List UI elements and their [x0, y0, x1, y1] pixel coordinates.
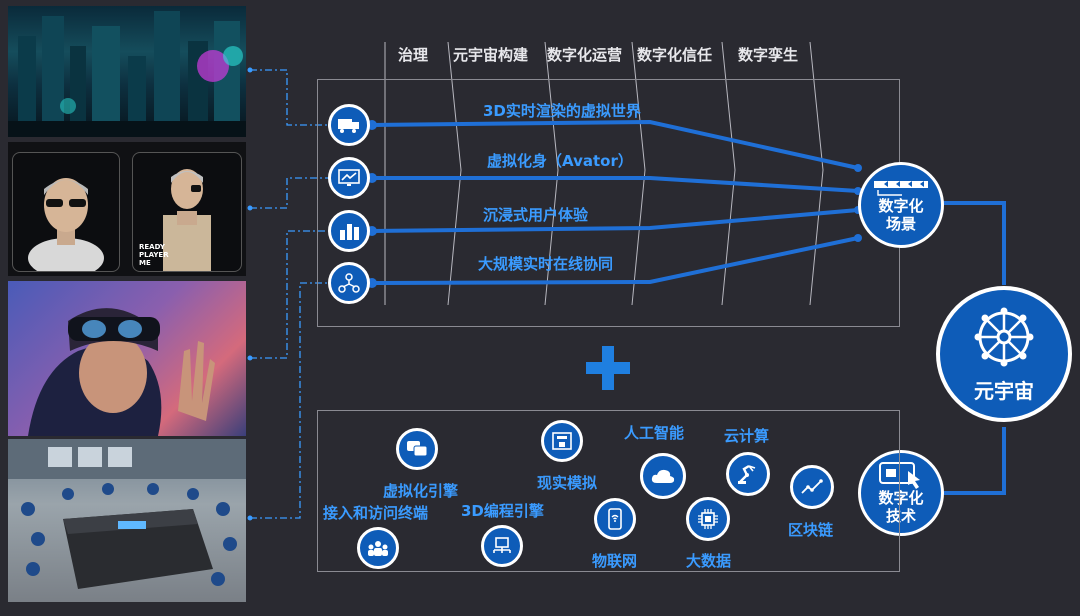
robot-arm-icon	[726, 452, 770, 496]
dharma-wheel-icon	[974, 307, 1034, 366]
tech-label-reality-sim: 现实模拟	[537, 474, 598, 492]
column-digital-operation: 数字化运营	[547, 46, 623, 64]
chip-icon	[686, 497, 730, 541]
bar-chart-icon	[328, 210, 370, 252]
column-metaverse-build: 元宇宙构建	[453, 46, 529, 64]
scenario-label-immersive: 沉浸式用户体验	[483, 206, 589, 224]
users-icon	[357, 527, 399, 569]
ready-player-me-caption: READY PLAYER ME	[139, 243, 169, 267]
cyberpunk-city-image	[8, 6, 246, 137]
touch-screen-icon	[879, 462, 920, 489]
cloud-icon	[640, 453, 686, 499]
scenario-label-render: 3D实时渲染的虚拟世界	[483, 102, 641, 120]
chat-icon	[396, 428, 438, 470]
network-icon	[328, 262, 370, 304]
vr-headset-woman-image	[8, 281, 246, 436]
avatar-bust-card	[12, 152, 120, 272]
tech-label-blockchain: 区块链	[788, 521, 834, 539]
printer-3d-icon	[541, 420, 583, 462]
technology-panel	[317, 410, 900, 572]
tech-label-big-data: 大数据	[686, 552, 732, 570]
avatar-full-card: READY PLAYER ME	[132, 152, 242, 272]
metaverse-hub: 元宇宙	[936, 286, 1072, 422]
chart-screen-icon	[328, 157, 370, 199]
tech-label-ai: 人工智能	[624, 424, 685, 442]
computer-network-icon	[481, 525, 523, 567]
tech-label-3d-engine: 3D编程引擎	[461, 502, 544, 520]
tech-label-access-terminal: 接入和访问终端	[323, 504, 429, 522]
column-digital-twin: 数字孪生	[738, 46, 799, 64]
tech-label-cloud: 云计算	[724, 427, 770, 445]
scenario-label-avatar: 虚拟化身（Avator）	[487, 152, 633, 170]
column-governance: 治理	[398, 46, 429, 64]
digital-scene-hub: 数字化 场景	[858, 162, 944, 248]
digital-scene-label: 数字化 场景	[878, 197, 924, 233]
tech-label-virtual-engine: 虚拟化引擎	[383, 482, 459, 500]
digital-tech-label: 数字化 技术	[878, 489, 924, 525]
truck-icon	[328, 104, 370, 146]
line-graph-icon	[790, 465, 834, 509]
digital-tech-hub: 数字化 技术	[858, 450, 944, 536]
metaverse-label: 元宇宙	[974, 378, 1034, 403]
scenario-label-collab: 大规模实时在线协同	[478, 255, 614, 273]
virtual-meeting-room-image	[8, 439, 246, 602]
phone-wifi-icon	[594, 498, 636, 540]
arrows-icon	[874, 181, 928, 196]
tech-label-iot: 物联网	[592, 552, 638, 570]
column-digital-trust: 数字化信任	[637, 46, 713, 64]
